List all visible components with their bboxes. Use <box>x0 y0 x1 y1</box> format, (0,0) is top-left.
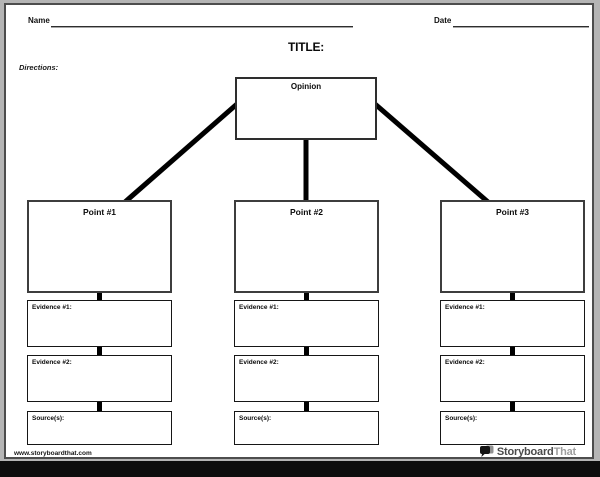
point-box[interactable]: Point #3 <box>440 200 585 293</box>
source-label: Source(s): <box>239 415 272 422</box>
evidence-2-label: Evidence #2: <box>445 359 485 366</box>
brand-logo: StoryboardThat <box>479 445 576 458</box>
date-label: Date <box>434 16 452 25</box>
point-box[interactable]: Point #1 <box>27 200 172 293</box>
connector-stub <box>304 293 309 300</box>
connector-stub <box>97 293 102 300</box>
connector-stub <box>510 347 515 355</box>
directions-label: Directions: <box>19 63 59 72</box>
connector-stub <box>510 402 515 411</box>
connector-stub <box>97 402 102 411</box>
connector-stub <box>304 402 309 411</box>
evidence-2-label: Evidence #2: <box>32 359 72 366</box>
name-write-line[interactable] <box>51 26 353 28</box>
point-box[interactable]: Point #2 <box>234 200 379 293</box>
source-label: Source(s): <box>32 415 65 422</box>
point-label: Point #2 <box>289 207 324 217</box>
brand-name-secondary: That <box>553 445 577 458</box>
evidence-2-box[interactable]: Evidence #2: <box>234 355 379 402</box>
evidence-1-box[interactable]: Evidence #1: <box>27 300 172 347</box>
point-label: Point #1 <box>82 207 117 217</box>
point-column-3: Point #3 Evidence #1: Evidence #2: Sourc… <box>440 200 585 445</box>
name-label: Name <box>28 16 50 25</box>
source-label: Source(s): <box>445 415 478 422</box>
speech-bubble-icon <box>479 445 494 457</box>
evidence-2-label: Evidence #2: <box>239 359 279 366</box>
website-url: www.storyboardthat.com <box>14 450 92 457</box>
point-column-2: Point #2 Evidence #1: Evidence #2: Sourc… <box>234 200 379 445</box>
opinion-box[interactable]: Opinion <box>235 77 377 140</box>
worksheet-page: Name Date TITLE: Directions: Opinion Poi… <box>4 3 594 459</box>
source-box[interactable]: Source(s): <box>440 411 585 445</box>
evidence-1-label: Evidence #1: <box>32 304 72 311</box>
source-box[interactable]: Source(s): <box>27 411 172 445</box>
evidence-2-box[interactable]: Evidence #2: <box>440 355 585 402</box>
point-column-1: Point #1 Evidence #1: Evidence #2: Sourc… <box>27 200 172 445</box>
page-title: TITLE: <box>287 40 325 54</box>
connector-stub <box>97 347 102 355</box>
connector-stub <box>304 347 309 355</box>
point-label: Point #3 <box>495 207 530 217</box>
evidence-2-box[interactable]: Evidence #2: <box>27 355 172 402</box>
evidence-1-box[interactable]: Evidence #1: <box>234 300 379 347</box>
bottom-black-bar <box>0 461 600 477</box>
evidence-1-label: Evidence #1: <box>239 304 279 311</box>
brand-text: StoryboardThat <box>497 446 576 458</box>
brand-name-primary: Storyboard <box>496 445 554 458</box>
evidence-1-box[interactable]: Evidence #1: <box>440 300 585 347</box>
opinion-label: Opinion <box>290 82 322 91</box>
date-write-line[interactable] <box>453 26 589 28</box>
source-box[interactable]: Source(s): <box>234 411 379 445</box>
connector-stub <box>510 293 515 300</box>
evidence-1-label: Evidence #1: <box>445 304 485 311</box>
